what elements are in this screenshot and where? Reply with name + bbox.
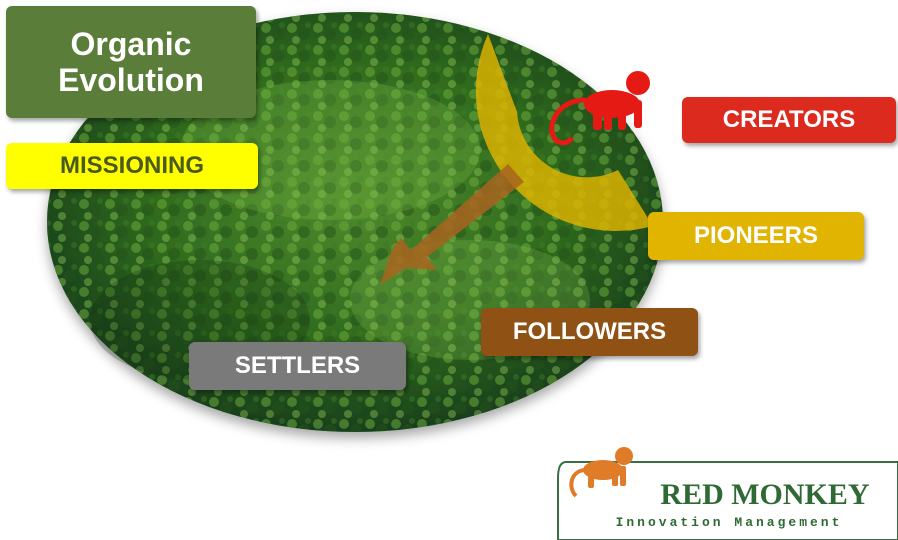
creators-label: CREATORS bbox=[682, 97, 896, 143]
pioneers-label: PIONEERS bbox=[648, 212, 864, 260]
settlers-label: SETTLERS bbox=[189, 342, 406, 390]
title-box: Organic Evolution bbox=[6, 6, 256, 118]
logo-monkey-icon bbox=[569, 447, 633, 498]
logo-tagline: Innovation Management bbox=[615, 515, 843, 530]
arrow-icon bbox=[380, 164, 524, 285]
followers-label: FOLLOWERS bbox=[481, 308, 698, 356]
monkey-icon bbox=[549, 71, 650, 146]
missioning-label: MISSIONING bbox=[6, 143, 258, 189]
title-line-2: Evolution bbox=[58, 62, 204, 98]
logo-name: RED MONKEY bbox=[660, 478, 870, 511]
title-line-1: Organic bbox=[70, 26, 192, 62]
logo-frame bbox=[557, 461, 898, 540]
